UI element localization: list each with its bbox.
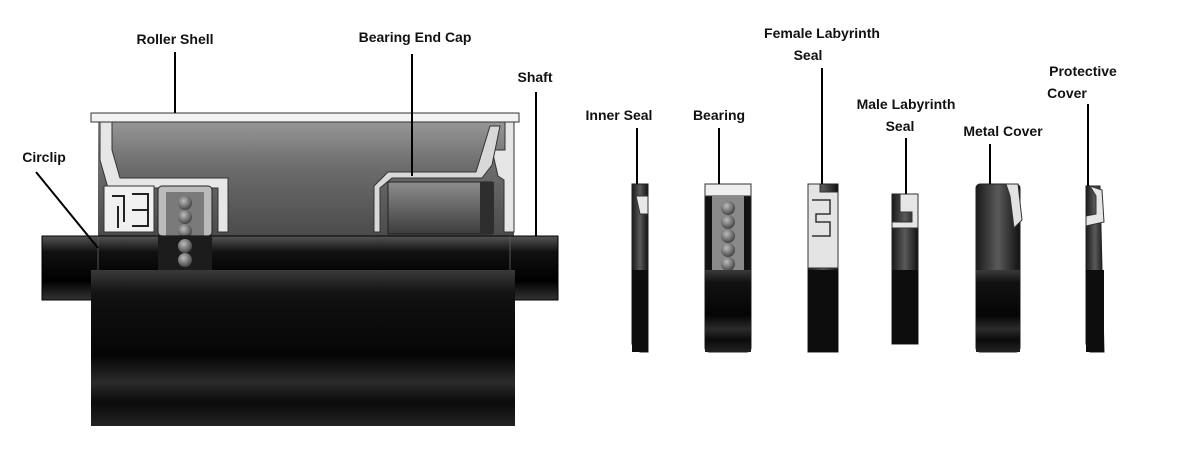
label-protective-cover-line1: Protective xyxy=(1049,63,1117,79)
label-female-labyrinth-seal-line1: Female Labyrinth xyxy=(764,25,880,41)
roller-shell-exterior xyxy=(91,270,515,426)
label-protective-cover-line2: Cover xyxy=(1047,85,1087,101)
left-bearing-ball xyxy=(178,196,192,210)
left-bearing-ball xyxy=(178,253,192,267)
label-bearing: Bearing xyxy=(693,107,745,123)
female-labyrinth-seal-part xyxy=(808,184,838,352)
label-male-labyrinth-seal-line1: Male Labyrinth xyxy=(857,96,956,112)
label-inner-seal: Inner Seal xyxy=(586,107,653,123)
protective-cover-part xyxy=(1086,186,1104,352)
bearing-part xyxy=(705,184,751,352)
right-housing-shade xyxy=(480,182,494,234)
metal-cover-part xyxy=(976,184,1022,352)
roller-shell-rim xyxy=(91,113,519,122)
label-metal-cover: Metal Cover xyxy=(963,123,1043,139)
label-shaft: Shaft xyxy=(518,69,553,85)
label-circlip: Circlip xyxy=(22,149,66,165)
label-bearing-end-cap: Bearing End Cap xyxy=(359,29,472,45)
label-male-labyrinth-seal-line2: Seal xyxy=(886,118,915,134)
right-bearing-housing xyxy=(388,182,492,234)
left-bearing-ball xyxy=(178,210,192,224)
label-female-labyrinth-seal-line2: Seal xyxy=(794,47,823,63)
inner-seal-part xyxy=(632,184,648,352)
roller-assembly xyxy=(42,113,558,426)
left-bearing-ball xyxy=(178,239,192,253)
label-roller-shell: Roller Shell xyxy=(136,31,213,47)
male-labyrinth-seal-part xyxy=(892,194,918,344)
